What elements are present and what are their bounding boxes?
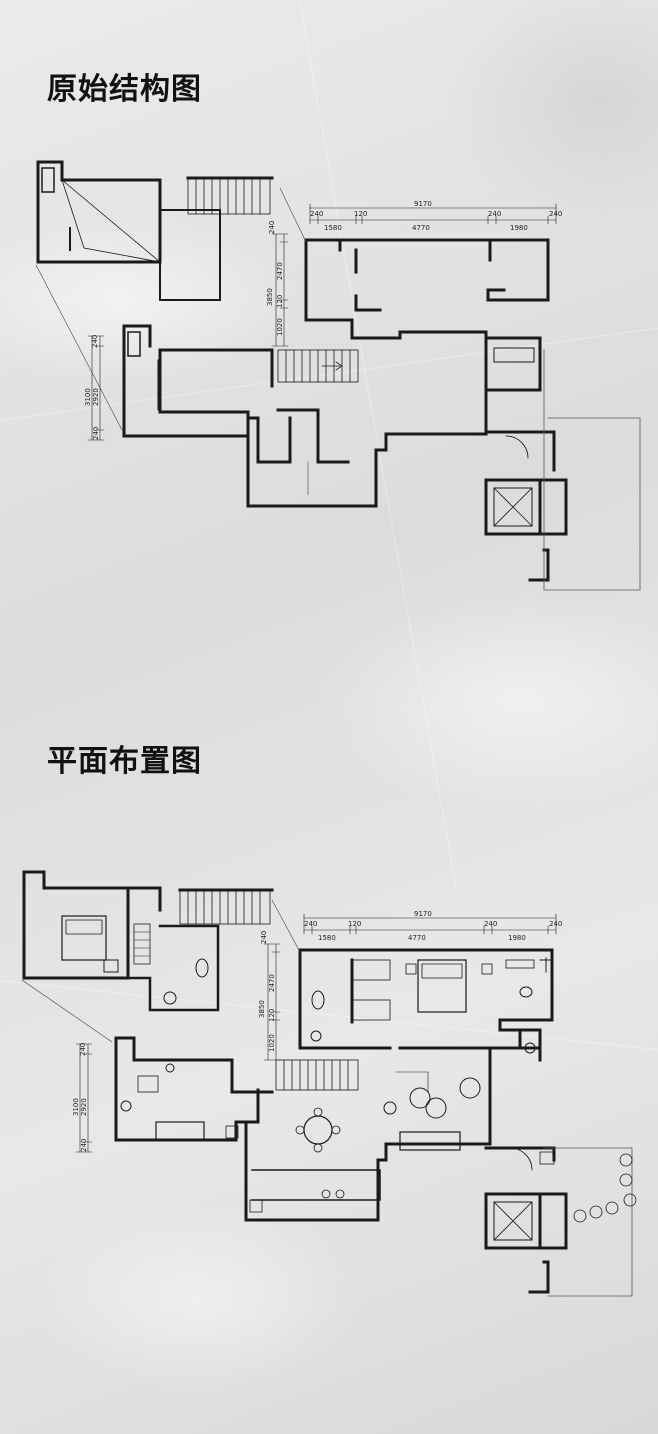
left-dimension-upper	[271, 233, 289, 347]
dim-seg: 4770	[412, 224, 430, 232]
left-dimension-lower	[75, 1043, 93, 1153]
dim-total: 9170	[414, 200, 432, 208]
toilet-icon	[195, 958, 209, 978]
sofa-icon	[155, 1121, 205, 1141]
dim-seg: 4770	[408, 934, 426, 942]
right-side	[484, 336, 641, 591]
master-bedroom-block	[298, 948, 554, 1050]
dim-seg: 240	[80, 1139, 88, 1152]
dim-seg: 2920	[80, 1098, 88, 1116]
dim-seg: 240	[304, 920, 317, 928]
sofa-icon	[399, 1131, 461, 1151]
dim-total: 9170	[414, 910, 432, 918]
door-swing-icon	[505, 435, 529, 459]
toilet-icon	[311, 990, 325, 1010]
dim-seg: 3100	[84, 388, 92, 406]
door-swing-icon	[509, 1147, 533, 1171]
living-dining-area	[244, 1046, 542, 1222]
top-dimension	[303, 913, 557, 935]
dim-seg: 1980	[510, 224, 528, 232]
dim-seg: 120	[354, 210, 367, 218]
dim-seg: 2470	[276, 262, 284, 280]
bed-icon	[61, 915, 107, 961]
dim-seg: 240	[310, 210, 323, 218]
original-structure-title: 原始结构图	[47, 72, 202, 107]
stair-icon	[277, 349, 359, 383]
floor-layout-plan: 9170 240 1580 120 4770 240 1980 240 240 …	[21, 870, 637, 1297]
dim-seg: 240	[549, 920, 562, 928]
elevator-icon	[493, 1201, 533, 1241]
dim-seg: 240	[488, 210, 501, 218]
dim-seg: 240	[268, 221, 276, 234]
plant-icon	[573, 1153, 637, 1223]
dim-seg: 3850	[266, 288, 274, 306]
upper-left-wing	[36, 160, 221, 301]
floor-layout-title: 平面布置图	[47, 744, 202, 779]
middle-left-wing	[122, 324, 274, 438]
dim-seg: 240	[549, 210, 562, 218]
dim-seg: 3100	[72, 1098, 80, 1116]
elevator-icon	[493, 487, 533, 527]
dim-seg: 1580	[324, 224, 342, 232]
bed-icon	[417, 959, 467, 1013]
top-dimension	[309, 203, 557, 225]
projection-lines	[21, 899, 301, 1043]
dim-seg: 2470	[268, 974, 276, 992]
dim-seg: 2920	[92, 388, 100, 406]
dim-seg: 3850	[258, 1000, 266, 1018]
left-dimension-upper	[263, 943, 281, 1061]
dim-seg: 1020	[268, 1034, 276, 1052]
plant-icon	[524, 1042, 536, 1054]
main-block	[246, 238, 550, 508]
dim-seg: 1020	[276, 318, 284, 336]
dim-seg: 240	[91, 335, 99, 348]
dim-seg: 120	[276, 295, 284, 308]
dim-seg: 240	[484, 920, 497, 928]
dim-seg: 240	[260, 931, 268, 944]
left-dimension-lower	[87, 335, 105, 441]
upper-left-wing	[22, 870, 220, 1012]
original-structure-plan: 9170 240 1580 120 4770 240 1980 240 240 …	[35, 160, 641, 591]
middle-left-wing	[114, 1036, 274, 1142]
dim-seg: 120	[268, 1009, 276, 1022]
stair-icon	[178, 888, 274, 925]
dim-seg: 240	[92, 427, 100, 440]
dim-seg: 240	[79, 1043, 87, 1056]
dim-seg: 120	[348, 920, 361, 928]
dim-seg: 1980	[508, 934, 526, 942]
projection-lines	[35, 187, 309, 496]
dim-seg: 1580	[318, 934, 336, 942]
stair-icon	[186, 176, 274, 215]
dining-table-icon	[303, 1115, 333, 1145]
right-side	[484, 1028, 637, 1297]
stair-icon	[275, 1059, 359, 1091]
